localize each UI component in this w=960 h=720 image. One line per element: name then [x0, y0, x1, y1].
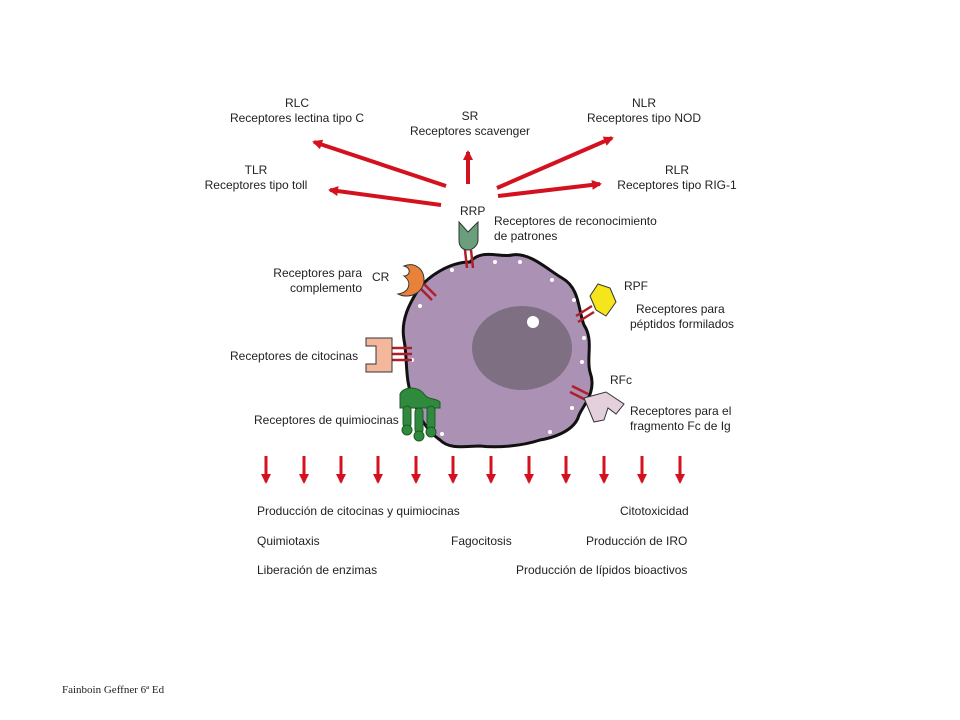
rpf-name-line2: péptidos formilados	[630, 317, 735, 331]
rlc-name: Receptores lectina tipo C	[229, 111, 365, 125]
sr-label: SR Receptores scavenger	[398, 109, 542, 139]
top-arrows	[312, 136, 614, 207]
rlr-label: RLR Receptores tipo RIG-1	[612, 163, 742, 193]
rrp-name: Receptores de reconocimiento de patrones	[494, 214, 657, 244]
rrp-abbr: RRP	[460, 204, 486, 218]
rpf-abbr: RPF	[624, 279, 648, 293]
rlr-name: Receptores tipo RIG-1	[617, 178, 737, 192]
rrp-name-line1: Receptores de reconocimiento	[494, 214, 657, 228]
outcome-produccion-lipidos: Producción de lípidos bioactivos	[516, 563, 688, 577]
outcome-produccion-iro: Producción de IRO	[586, 534, 688, 548]
nucleolus	[527, 316, 539, 328]
cr-abbr: CR	[372, 270, 390, 284]
receptor-stems	[392, 249, 595, 402]
rrp-receptor-icon	[458, 220, 479, 251]
rfc-receptor-icon	[583, 391, 625, 423]
rfc-name-line2: fragmento Fc de Ig	[630, 419, 731, 433]
nucleus	[472, 306, 572, 390]
citocinas-receptor-icon	[365, 337, 393, 373]
arrow-to-nlr	[496, 136, 614, 190]
rpf-receptor-icon	[589, 283, 617, 317]
rlc-abbr: RLC	[284, 96, 309, 110]
rpf-name: Receptores para péptidos formilados	[630, 302, 734, 332]
outcome-produccion-citocinas: Producción de citocinas y quimiocinas	[257, 504, 460, 518]
arrow-to-tlr	[328, 186, 442, 207]
cr-name-line2: complemento	[289, 281, 362, 295]
sr-abbr: SR	[461, 109, 479, 123]
outcome-citotoxicidad: Citotoxicidad	[620, 504, 689, 518]
outcome-fagocitosis: Fagocitosis	[451, 534, 512, 548]
arrow-to-rlr	[497, 179, 602, 198]
cr-receptor-icon	[396, 264, 425, 297]
credit-text: Fainboin Geffner 6ª Ed	[62, 684, 165, 696]
rrp-name-line2: de patrones	[494, 229, 558, 243]
tlr-name: Receptores tipo toll	[204, 178, 308, 192]
cr-name: Receptores para complemento	[250, 266, 362, 296]
sr-name: Receptores scavenger	[409, 124, 531, 138]
quimiocinas-name: Receptores de quimiocinas	[254, 413, 399, 427]
rfc-name: Receptores para el fragmento Fc de Ig	[630, 404, 731, 434]
citocinas-name: Receptores de citocinas	[230, 349, 359, 363]
tlr-label: TLR Receptores tipo toll	[196, 163, 316, 193]
rfc-abbr: RFc	[610, 373, 632, 387]
nlr-label: NLR Receptores tipo NOD	[580, 96, 708, 126]
rlc-label: RLC Receptores lectina tipo C	[222, 96, 372, 126]
rpf-name-line1: Receptores para	[636, 302, 725, 316]
nlr-abbr: NLR	[631, 96, 656, 110]
rfc-name-line1: Receptores para el	[630, 404, 732, 418]
outcome-arrows	[261, 456, 685, 484]
outcome-liberacion-enzimas: Liberación de enzimas	[257, 563, 378, 577]
cr-name-line1: Receptores para	[273, 266, 362, 280]
nlr-name: Receptores tipo NOD	[586, 111, 702, 125]
membrane-granules	[410, 260, 586, 436]
rlr-abbr: RLR	[664, 163, 689, 177]
quimiocinas-receptor-icon	[399, 387, 441, 442]
arrow-to-rlc	[312, 139, 447, 188]
tlr-abbr: TLR	[244, 163, 268, 177]
outcome-quimiotaxis: Quimiotaxis	[257, 534, 320, 548]
